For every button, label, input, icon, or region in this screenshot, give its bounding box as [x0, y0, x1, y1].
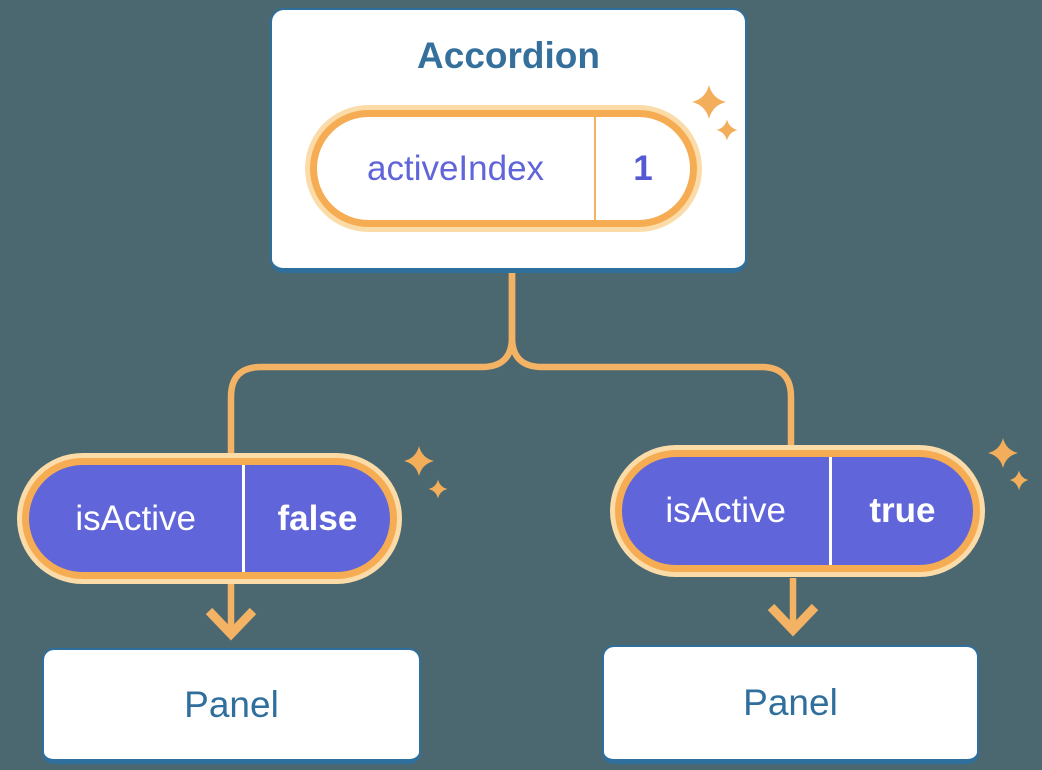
prop-pill-body: isActive true: [615, 450, 980, 572]
sparkle-icon: [404, 446, 434, 476]
prop-pill-right: isActive true: [610, 445, 985, 577]
prop-pill-left: isActive false: [17, 453, 402, 584]
connector-left-branch: [227, 273, 516, 453]
panel-label: Panel: [743, 682, 838, 723]
prop-value: false: [277, 498, 358, 538]
state-pill-body: activeIndex 1: [310, 110, 697, 227]
pill-divider: [242, 465, 245, 572]
connector-right-branch: [508, 273, 795, 446]
prop-value: true: [869, 491, 936, 530]
state-pill: activeIndex 1: [305, 105, 702, 232]
pill-divider: [829, 457, 832, 565]
sparkle-icon: [988, 438, 1018, 468]
sparkle-icon: [428, 479, 448, 499]
arrow-down-icon: [767, 578, 819, 637]
sparkle-icon: [1009, 470, 1029, 491]
arrow-down-icon: [205, 584, 257, 641]
accordion-card: Accordion activeIndex 1: [270, 8, 747, 273]
prop-name: isActive: [665, 491, 786, 530]
accordion-title: Accordion: [417, 35, 600, 76]
state-value: 1: [633, 148, 653, 188]
panel-card-right: Panel: [602, 645, 979, 764]
panel-label: Panel: [184, 683, 279, 725]
panel-card-left: Panel: [42, 648, 421, 764]
state-name: activeIndex: [367, 148, 545, 188]
prop-name: isActive: [75, 498, 196, 538]
pill-divider: [594, 117, 597, 220]
prop-pill-body: isActive false: [22, 458, 397, 579]
